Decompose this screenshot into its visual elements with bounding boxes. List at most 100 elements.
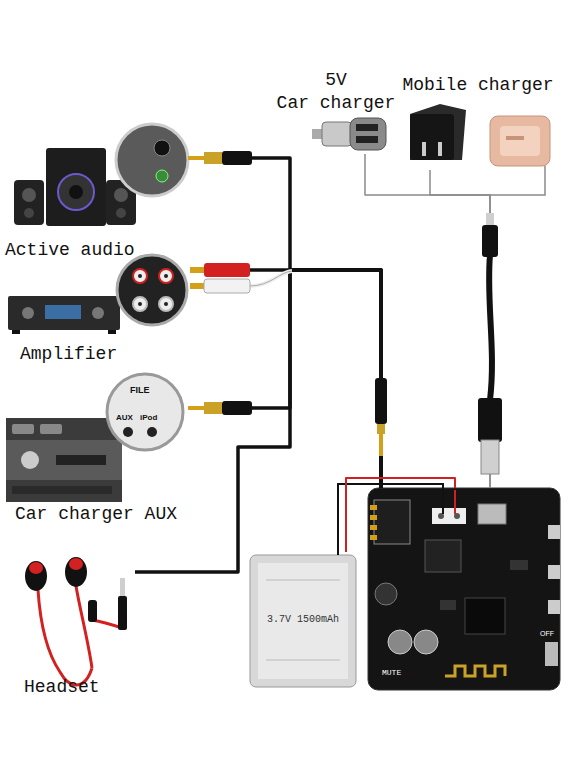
jack-plug — [375, 378, 387, 456]
cable-line — [190, 270, 381, 488]
cable-line — [190, 270, 381, 488]
jack-plug — [188, 151, 252, 165]
wall-adapter-picture-part — [422, 142, 426, 156]
car-charger-picture-part — [322, 122, 352, 146]
bluetooth-board-part — [338, 484, 443, 555]
audio-jack-callout-part — [116, 124, 188, 196]
audio-jack-callout-part — [156, 170, 168, 182]
amplifier-picture-part — [92, 307, 104, 319]
device-group: Active audio — [4, 120, 190, 260]
power-bank-picture-part — [506, 136, 524, 140]
bluetooth-board-part — [445, 666, 505, 676]
battery-box: 3.7V 1500mAh — [248, 552, 358, 690]
battery-picture-part — [258, 563, 348, 679]
car-charger-picture — [312, 118, 386, 150]
device-label: MUTE — [382, 668, 432, 677]
device-label: Active audio — [5, 240, 185, 261]
car-stereo-picture-part — [12, 424, 34, 434]
usb-cable-part — [481, 440, 499, 474]
jack-plug-part — [222, 151, 252, 165]
rca-plugs-part — [250, 271, 292, 286]
port-label: AUX — [116, 414, 133, 423]
amplifier-picture-part — [12, 330, 20, 334]
audio-jack-callout-part — [154, 140, 170, 156]
aux-jack-callout — [107, 374, 183, 450]
port-label: FILE — [130, 386, 150, 396]
rca-jack-callout-part — [133, 269, 147, 283]
wall-adapter-picture-part — [438, 142, 442, 156]
car-charger-picture-part — [356, 124, 378, 131]
rca-jack-callout-part — [164, 274, 168, 278]
cable-line — [346, 478, 455, 552]
rca-jack-callout-part — [117, 255, 187, 325]
bluetooth-board-part — [375, 583, 397, 605]
bluetooth-board-part — [370, 535, 377, 540]
headset-picture-part — [29, 562, 43, 574]
jack-plug-part — [204, 152, 222, 164]
bluetooth-board-part — [510, 560, 528, 570]
wall-adapter-picture — [410, 104, 466, 160]
speakers-picture-part — [69, 185, 83, 199]
bluetooth-board-part — [465, 598, 505, 634]
car-stereo-picture-part — [6, 440, 122, 480]
headset-picture-part — [118, 596, 127, 630]
bluetooth-board-part — [545, 642, 558, 666]
board-box: MUTE — [368, 488, 560, 690]
wall-adapter-picture-part — [410, 104, 466, 160]
battery-picture — [250, 555, 356, 687]
device-label: Car charger AUX — [15, 504, 190, 525]
jack-plug-part — [222, 401, 252, 415]
rca-jack-callout-part — [159, 269, 173, 283]
aux-jack-callout-part — [107, 374, 183, 450]
bluetooth-board-part — [432, 508, 466, 524]
jack-plug-part — [204, 402, 222, 414]
cable-line — [190, 158, 381, 488]
battery-picture-part — [266, 660, 340, 661]
headset-picture-part — [65, 557, 87, 587]
bluetooth-board-part — [425, 540, 461, 572]
car-charger-picture-part — [350, 118, 386, 150]
device-label: Amplifier — [20, 344, 180, 365]
amplifier-picture-part — [8, 296, 120, 330]
car-stereo-picture-part — [40, 424, 62, 434]
usb-cable-part — [486, 213, 494, 227]
speakers-picture-part — [116, 208, 126, 218]
speakers-picture-part — [114, 188, 128, 202]
bluetooth-board-part — [388, 630, 412, 654]
device-label: Car charger — [276, 93, 396, 114]
usb-cable-part — [482, 225, 498, 257]
headset-picture-part — [38, 586, 122, 685]
rca-jack-callout-part — [138, 302, 142, 306]
rca-jack-callout — [117, 255, 187, 325]
usb-cable-part — [478, 398, 502, 442]
battery-picture-part — [266, 580, 340, 581]
bluetooth-board-part — [414, 630, 438, 654]
amplifier-picture-part — [108, 330, 116, 334]
charger-bracket-line-part — [490, 166, 545, 195]
cable-line — [135, 270, 381, 572]
device-label: Mobile charger — [400, 75, 556, 96]
speakers-picture-part — [58, 174, 94, 210]
bluetooth-board-part — [478, 504, 506, 524]
bluetooth-board-part — [454, 490, 456, 514]
jack-plug-part — [377, 424, 385, 434]
car-stereo-picture-part — [21, 451, 39, 469]
jack-plug-part — [375, 378, 387, 424]
rca-jack-callout-part — [159, 297, 173, 311]
wall-adapter-picture-part — [410, 114, 454, 160]
headset-picture-part — [69, 558, 83, 570]
bluetooth-board-part — [370, 525, 377, 530]
jack-plug — [188, 401, 252, 415]
aux-jack-callout-part — [123, 427, 133, 437]
jack-plug-part — [188, 156, 204, 160]
headset-picture — [25, 557, 127, 685]
rca-plugs — [190, 263, 292, 293]
car-stereo-picture-part — [6, 418, 122, 502]
bluetooth-board-part — [548, 600, 560, 614]
headset-picture-part — [120, 578, 125, 596]
charger-bracket-line — [490, 166, 545, 195]
speakers-picture-part — [24, 208, 34, 218]
amplifier-picture-part — [45, 305, 81, 319]
